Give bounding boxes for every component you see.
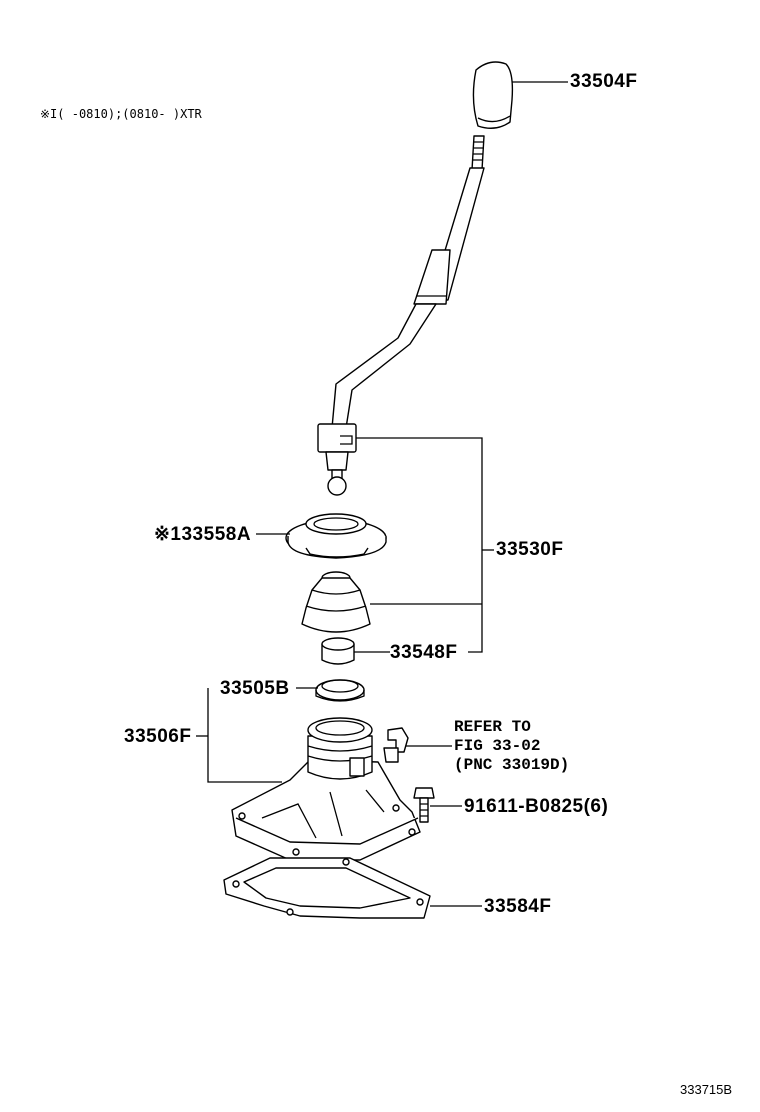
seat bbox=[315, 679, 365, 702]
gasket bbox=[223, 857, 431, 919]
lever-housing bbox=[231, 717, 421, 861]
refer-line-1: REFER TO bbox=[454, 718, 531, 736]
refer-line-3[interactable]: (PNC 33019D) bbox=[454, 756, 570, 774]
lever-thread bbox=[471, 135, 485, 171]
shift-boot bbox=[301, 571, 371, 633]
bolt bbox=[413, 787, 435, 823]
figure-code: 333715B bbox=[680, 1082, 733, 1097]
part-number-33584f[interactable]: 33584F bbox=[484, 896, 552, 917]
part-number-33548f[interactable]: 33548F bbox=[390, 642, 458, 663]
refer-line-2[interactable]: FIG 33-02 bbox=[454, 737, 541, 755]
retainer-ring bbox=[285, 513, 387, 559]
shift-lever bbox=[331, 167, 485, 429]
bushing bbox=[321, 637, 355, 665]
part-number-33504f[interactable]: 33504F bbox=[570, 71, 638, 92]
part-number-33505b[interactable]: 33505B bbox=[220, 678, 290, 699]
part-number-91611-b0825[interactable]: 91611-B0825(6) bbox=[464, 796, 609, 817]
breather-fitting bbox=[383, 727, 409, 763]
part-number-33506f[interactable]: 33506F bbox=[124, 726, 192, 747]
shift-knob bbox=[472, 61, 514, 129]
lever-collar bbox=[317, 423, 357, 496]
leader-lines bbox=[196, 81, 568, 907]
part-number-33558a[interactable]: ※133558A bbox=[154, 524, 252, 545]
applicability-note: ※I( -0810);(0810- )XTR bbox=[40, 107, 202, 121]
part-number-33530f[interactable]: 33530F bbox=[496, 539, 564, 560]
